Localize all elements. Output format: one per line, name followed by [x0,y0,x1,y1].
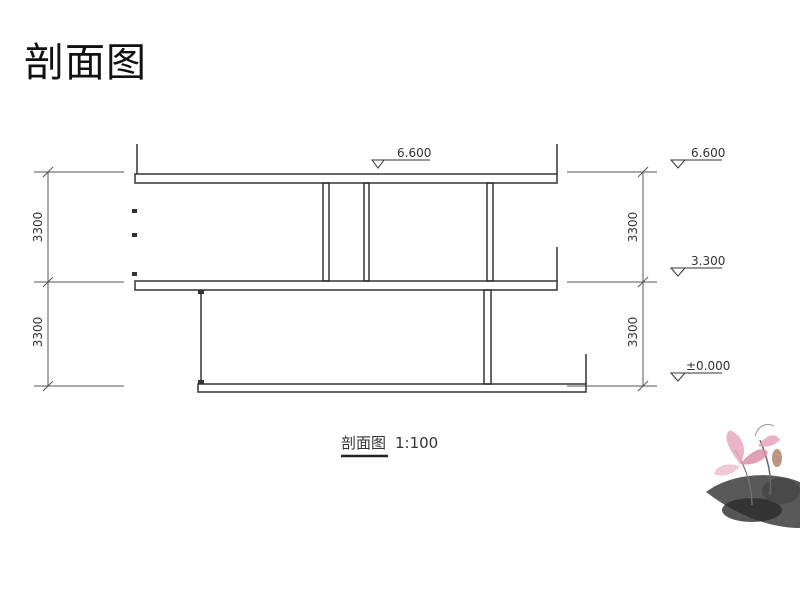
second-floor-slab [134,280,558,291]
column-lower-right [483,289,492,385]
column-upper-a [322,182,330,282]
caption-scale: 1:100 [395,434,438,452]
column-upper-c [486,182,494,282]
dim-left-upper: 3300 [31,212,45,243]
dim-right-lower: 3300 [626,317,640,348]
building-section [134,144,587,393]
level-roof-right: 6.600 [691,146,725,160]
right-dimension-chain [567,166,657,392]
level-marker-second-floor [669,267,722,277]
dim-right-upper: 3300 [626,212,640,243]
roof-slab [134,173,558,184]
level-ground: ±0.000 [686,359,730,373]
lotus-decoration-image [706,423,800,528]
level-marker-roof-center [371,159,430,169]
level-second-floor: 3.300 [691,254,725,268]
level-marker-ground [669,372,722,382]
page-title: 剖面图 [24,40,147,86]
dim-left-lower: 3300 [31,317,45,348]
level-roof-center: 6.600 [397,146,431,160]
caption-name: 剖面图 [341,434,386,452]
level-marker-roof-right [669,159,722,169]
left-dimension-chain [34,166,124,392]
ground-floor-slab [197,383,587,393]
column-upper-b [363,182,370,282]
